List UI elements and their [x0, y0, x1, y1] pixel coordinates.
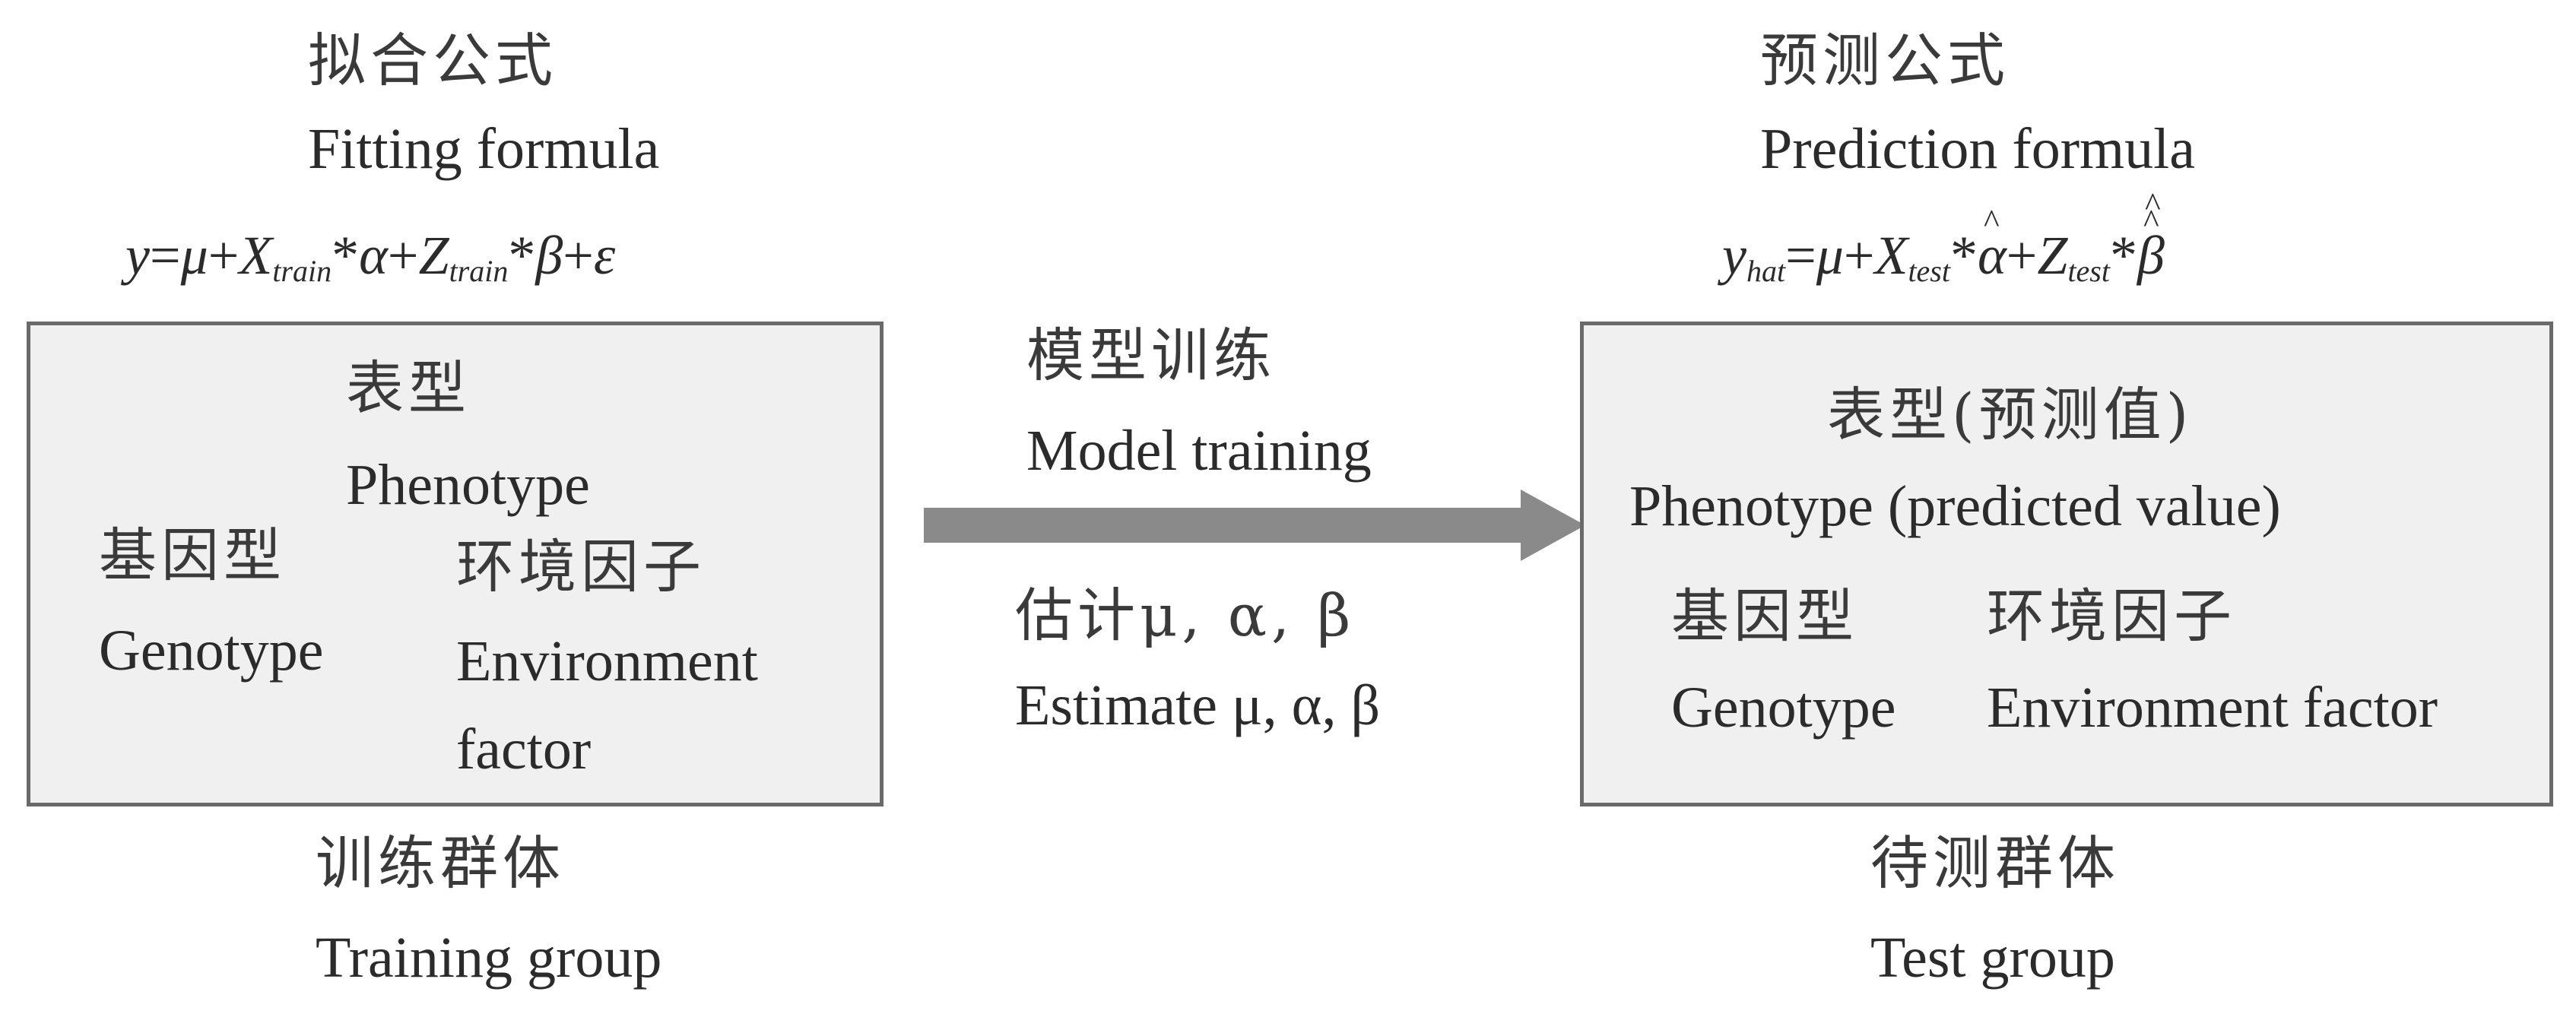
- environment-factor-label-en-line1: Environment: [456, 629, 758, 693]
- fitting-formula: y=μ+Xtrain*α+Ztrain*β+ε: [125, 225, 616, 288]
- prediction-formula-title-zh: 预测公式: [1760, 27, 2010, 94]
- prediction-formula: yhat=μ+Xtest*α+Ztest*β: [1722, 189, 2165, 287]
- genotype-label-en: Genotype: [99, 619, 324, 683]
- genotype-label-zh-right: 基因型: [1671, 582, 1858, 650]
- predicted-phenotype-label-zh: 表型(预测值): [1827, 381, 2194, 448]
- test-group-label-en: Test group: [1870, 926, 2115, 990]
- environment-factor-label-zh: 环境因子: [456, 533, 706, 600]
- fitting-formula-title-zh: 拟合公式: [308, 27, 557, 94]
- estimate-label-zh: 估计μ, α, β: [1015, 581, 1356, 649]
- training-group-label-en: Training group: [316, 926, 662, 990]
- model-training-label-zh: 模型训练: [1026, 322, 1276, 389]
- phenotype-label-en: Phenotype: [346, 453, 590, 517]
- training-group-label-zh: 训练群体: [316, 829, 565, 897]
- environment-factor-label-en-right: Environment factor: [1987, 676, 2438, 740]
- test-group-label-zh: 待测群体: [1870, 829, 2120, 897]
- arrow-shaft: [924, 508, 1524, 543]
- prediction-formula-title-en: Prediction formula: [1760, 117, 2195, 181]
- genotype-label-zh: 基因型: [99, 521, 286, 589]
- environment-factor-label-en-line2: factor: [456, 718, 592, 781]
- genotype-label-en-right: Genotype: [1671, 676, 1896, 740]
- fitting-formula-title-en: Fitting formula: [308, 117, 660, 181]
- test-group-box: 表型(预测值) Phenotype (predicted value) 基因型 …: [1580, 322, 2553, 806]
- predicted-phenotype-label-en: Phenotype (predicted value): [1629, 474, 2281, 538]
- arrow-head: [1521, 490, 1585, 561]
- estimate-label-en: Estimate μ, α, β: [1015, 673, 1381, 737]
- training-arrow: [924, 490, 1585, 561]
- model-training-label-en: Model training: [1026, 419, 1372, 483]
- training-group-box: 表型 Phenotype 基因型 Genotype 环境因子 Environme…: [27, 322, 884, 806]
- environment-factor-label-zh-right: 环境因子: [1987, 582, 2236, 650]
- phenotype-label-zh: 表型: [346, 354, 471, 422]
